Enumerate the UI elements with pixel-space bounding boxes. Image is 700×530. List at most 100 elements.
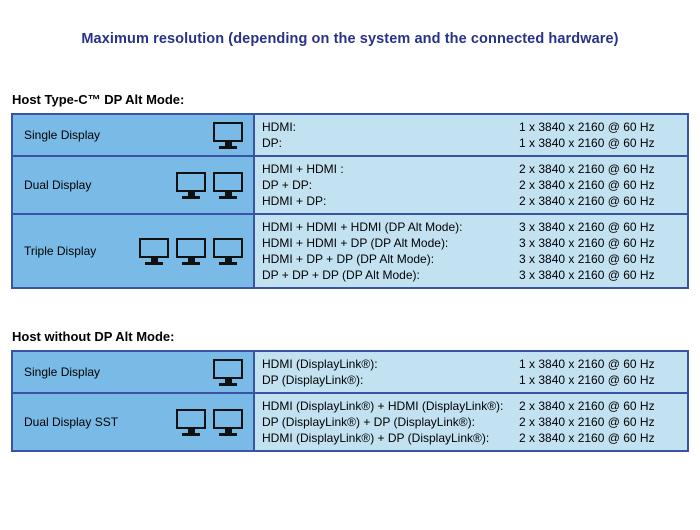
- monitor-screen: [213, 408, 243, 429]
- resolution-table: Single Display HDMI (DisplayLink®): 1 x 38…: [11, 350, 689, 452]
- connection-label: HDMI (DisplayLink®) + DP (DisplayLink®):: [262, 431, 490, 445]
- monitor-neck: [187, 191, 195, 196]
- resolution-value: 2 x 3840 x 2160 @ 60 Hz: [519, 194, 655, 208]
- row-label: Single Display: [24, 128, 101, 142]
- connection-label: HDMI + HDMI + DP (DP Alt Mode):: [262, 236, 449, 250]
- row-label-cell: Dual Display: [13, 157, 255, 213]
- monitor-neck: [150, 257, 158, 262]
- connection-line: DP (DisplayLink®): 1 x 3840 x 2160 @ 60 H…: [262, 372, 677, 388]
- monitor-neck: [224, 378, 232, 383]
- monitor-screen: [213, 171, 243, 192]
- monitor-neck: [224, 257, 232, 262]
- monitor-base: [182, 432, 200, 436]
- monitor-neck: [224, 191, 232, 196]
- connection-label: HDMI + HDMI + HDMI (DP Alt Mode):: [262, 220, 463, 234]
- connection-line: DP + DP + DP (DP Alt Mode): 3 x 3840 x 21…: [262, 267, 677, 283]
- monitor-icon: [213, 408, 243, 436]
- connection-line: HDMI (DisplayLink®) + HDMI (DisplayLink®…: [262, 398, 677, 414]
- connection-label: HDMI + DP + DP (DP Alt Mode):: [262, 252, 435, 266]
- resolution-value: 2 x 3840 x 2160 @ 60 Hz: [519, 162, 655, 176]
- monitor-icon: [176, 237, 206, 265]
- monitor-icon: [213, 121, 243, 149]
- row-value-cell: HDMI + HDMI + HDMI (DP Alt Mode): 3 x 384…: [255, 215, 687, 287]
- monitor-icon: [176, 408, 206, 436]
- table-row: Single Display HDMI (DisplayLink®): 1 x 38…: [13, 352, 687, 392]
- resolution-value: 1 x 3840 x 2160 @ 60 Hz: [519, 373, 655, 387]
- monitor-icon: [213, 358, 243, 386]
- monitor-icon: [176, 171, 206, 199]
- monitor-base: [182, 195, 200, 199]
- row-value-cell: HDMI (DisplayLink®): 1 x 3840 x 2160 @ 60…: [255, 352, 687, 392]
- connection-label: HDMI + DP:: [262, 194, 327, 208]
- resolution-value: 2 x 3840 x 2160 @ 60 Hz: [519, 178, 655, 192]
- connection-label: HDMI + HDMI :: [262, 162, 344, 176]
- resolution-value: 1 x 3840 x 2160 @ 60 Hz: [519, 120, 655, 134]
- row-label: Dual Display SST: [24, 415, 119, 429]
- connection-line: HDMI + DP + DP (DP Alt Mode): 3 x 3840 x …: [262, 251, 677, 267]
- monitor-icon-group: [213, 358, 243, 386]
- connection-line: HDMI: 1 x 3840 x 2160 @ 60 Hz: [262, 119, 677, 135]
- connection-line: HDMI + HDMI + HDMI (DP Alt Mode): 3 x 384…: [262, 219, 677, 235]
- page-title: Maximum resolution (depending on the sys…: [81, 31, 619, 47]
- connection-line: DP + DP: 2 x 3840 x 2160 @ 60 Hz: [262, 177, 677, 193]
- monitor-screen: [176, 237, 206, 258]
- monitor-base: [219, 432, 237, 436]
- connection-line: HDMI + DP: 2 x 3840 x 2160 @ 60 Hz: [262, 193, 677, 209]
- resolution-value: 3 x 3840 x 2160 @ 60 Hz: [519, 252, 655, 266]
- monitor-base: [219, 382, 237, 386]
- resolution-value: 3 x 3840 x 2160 @ 60 Hz: [519, 236, 655, 250]
- monitor-icon: [213, 237, 243, 265]
- resolution-value: 2 x 3840 x 2160 @ 60 Hz: [519, 431, 655, 445]
- resolution-value: 2 x 3840 x 2160 @ 60 Hz: [519, 415, 655, 429]
- connection-line: HDMI (DisplayLink®): 1 x 3840 x 2160 @ 60…: [262, 356, 677, 372]
- resolution-value: 1 x 3840 x 2160 @ 60 Hz: [519, 136, 655, 150]
- monitor-base: [219, 261, 237, 265]
- table-row: Dual Display SST HDMI (DisplayLink®) + HD…: [13, 392, 687, 450]
- table-row: Single Display HDMI: 1 x 3840 x 2160 @ 60 …: [13, 115, 687, 155]
- monitor-icon-group: [176, 171, 243, 199]
- connection-line: HDMI + HDMI : 2 x 3840 x 2160 @ 60 Hz: [262, 161, 677, 177]
- monitor-icon-group: [139, 237, 243, 265]
- row-label: Single Display: [24, 365, 101, 379]
- connection-line: DP (DisplayLink®) + DP (DisplayLink®): 2 …: [262, 414, 677, 430]
- row-label-cell: Single Display: [13, 352, 255, 392]
- monitor-screen: [176, 408, 206, 429]
- row-value-cell: HDMI (DisplayLink®) + HDMI (DisplayLink®…: [255, 394, 687, 450]
- monitor-icon-group: [176, 408, 243, 436]
- row-label: Triple Display: [24, 244, 97, 258]
- connection-label: DP (DisplayLink®):: [262, 373, 364, 387]
- monitor-base: [182, 261, 200, 265]
- row-value-cell: HDMI: 1 x 3840 x 2160 @ 60 Hz DP: 1 x 3840 …: [255, 115, 687, 155]
- monitor-screen: [213, 237, 243, 258]
- connection-label: DP:: [262, 136, 283, 150]
- resolution-value: 3 x 3840 x 2160 @ 60 Hz: [519, 220, 655, 234]
- resolution-value: 2 x 3840 x 2160 @ 60 Hz: [519, 399, 655, 413]
- connection-label: HDMI:: [262, 120, 296, 134]
- monitor-base: [145, 261, 163, 265]
- monitor-icon-group: [213, 121, 243, 149]
- resolution-value: 3 x 3840 x 2160 @ 60 Hz: [519, 268, 655, 282]
- connection-label: HDMI (DisplayLink®) + HDMI (DisplayLink®…: [262, 399, 504, 413]
- row-label-cell: Triple Display: [13, 215, 255, 287]
- monitor-icon: [139, 237, 169, 265]
- connection-label: DP + DP + DP (DP Alt Mode):: [262, 268, 420, 282]
- connection-line: DP: 1 x 3840 x 2160 @ 60 Hz: [262, 135, 677, 151]
- monitor-neck: [224, 141, 232, 146]
- monitor-screen: [213, 121, 243, 142]
- monitor-base: [219, 195, 237, 199]
- resolution-value: 1 x 3840 x 2160 @ 60 Hz: [519, 357, 655, 371]
- connection-label: DP (DisplayLink®) + DP (DisplayLink®):: [262, 415, 475, 429]
- monitor-screen: [213, 358, 243, 379]
- monitor-neck: [187, 428, 195, 433]
- connection-line: HDMI (DisplayLink®) + DP (DisplayLink®):…: [262, 430, 677, 446]
- row-label-cell: Dual Display SST: [13, 394, 255, 450]
- monitor-neck: [187, 257, 195, 262]
- table-row: Dual Display HDMI + HDMI : 2 x 3840 x 2160…: [13, 155, 687, 213]
- connection-label: HDMI (DisplayLink®):: [262, 357, 378, 371]
- monitor-icon: [213, 171, 243, 199]
- connection-label: DP + DP:: [262, 178, 313, 192]
